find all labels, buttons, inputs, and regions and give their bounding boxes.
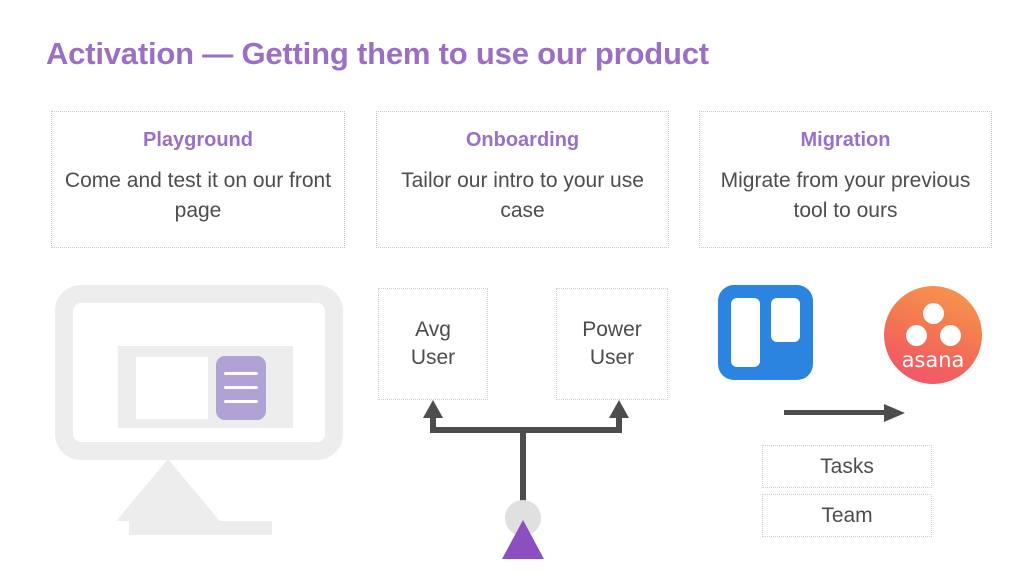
panel-line xyxy=(224,386,258,389)
card-onboarding-title: Onboarding xyxy=(465,129,580,151)
monitor-stand-base xyxy=(129,521,272,535)
arrow-head xyxy=(884,404,905,422)
panel-line xyxy=(224,400,258,403)
trello-column-right xyxy=(771,298,800,342)
card-playground: Playground Come and test it on our front… xyxy=(51,111,345,248)
asana-dot-left xyxy=(906,325,927,346)
card-onboarding: Onboarding Tailor our intro to your use … xyxy=(376,111,669,248)
fork-stem xyxy=(520,427,526,505)
asana-wordmark: asana xyxy=(901,348,965,372)
box-team: Team xyxy=(762,494,932,537)
trello-logo xyxy=(718,285,813,380)
box-tasks: Tasks xyxy=(762,445,932,488)
monitor-stand-neck xyxy=(116,459,220,521)
box-power-user: Power User xyxy=(556,288,668,400)
user-triangle-icon xyxy=(502,520,544,559)
branching-arrows-icon xyxy=(420,395,630,559)
right-arrow-icon xyxy=(784,404,906,422)
arrow-up-left-icon xyxy=(423,400,443,418)
card-migration-body: Migrate from your previous tool to ours xyxy=(720,169,971,223)
box-avg-user: Avg User xyxy=(378,288,488,400)
monitor-icon xyxy=(55,285,343,543)
panel-line xyxy=(224,372,258,375)
box-avg-user-label: Avg User xyxy=(410,317,456,369)
page-title: Activation — Getting them to use our pro… xyxy=(46,36,709,71)
card-onboarding-body: Tailor our intro to your use case xyxy=(401,169,644,223)
monitor-screen xyxy=(118,346,293,428)
asana-dot-top xyxy=(923,303,944,324)
box-power-user-label: Power User xyxy=(582,317,642,369)
fork-bar xyxy=(430,427,622,433)
monitor-frame xyxy=(55,285,343,460)
monitor-content-window xyxy=(136,357,208,419)
asana-dot-right xyxy=(940,325,961,346)
card-migration: Migration Migrate from your previous too… xyxy=(699,111,992,248)
card-playground-body: Come and test it on our front page xyxy=(64,169,332,223)
fork-leg-left xyxy=(430,415,436,433)
monitor-side-panel xyxy=(216,356,266,420)
arrow-up-right-icon xyxy=(609,400,629,418)
card-playground-title: Playground xyxy=(142,129,253,151)
card-migration-title: Migration xyxy=(800,129,891,151)
asana-logo: asana xyxy=(884,286,982,384)
arrow-shaft xyxy=(784,410,888,415)
fork-leg-right xyxy=(616,415,622,433)
trello-column-left xyxy=(731,298,760,367)
